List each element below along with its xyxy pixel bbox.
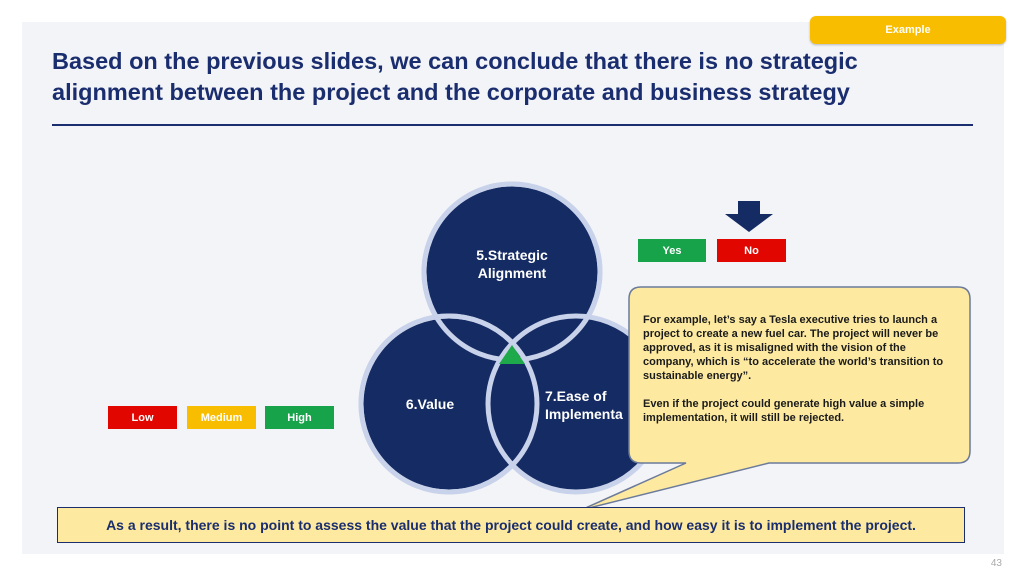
no-button[interactable]: No bbox=[717, 239, 786, 262]
page-number: 43 bbox=[990, 558, 1002, 569]
callout-text: For example, let’s say a Tesla executive… bbox=[643, 313, 958, 425]
yes-button[interactable]: Yes bbox=[638, 239, 706, 262]
venn-label-value: 6.Value bbox=[405, 396, 455, 412]
title-divider bbox=[52, 124, 973, 126]
callout-paragraph-2: Even if the project could generate high … bbox=[643, 398, 925, 424]
title-line-1: Based on the previous slides, we can con… bbox=[52, 48, 858, 74]
conclusion-box: As a result, there is no point to assess… bbox=[57, 507, 965, 543]
example-tag: Example bbox=[810, 16, 1006, 44]
venn-center-marker bbox=[499, 345, 525, 364]
title-line-2: alignment between the project and the co… bbox=[52, 79, 850, 105]
down-arrow-icon bbox=[725, 201, 773, 232]
callout-bubble bbox=[580, 286, 971, 511]
rating-high[interactable]: High bbox=[265, 406, 334, 429]
venn-label-ease: 7.Ease of Implementa bbox=[545, 388, 623, 422]
rating-low[interactable]: Low bbox=[108, 406, 177, 429]
venn-ring-value bbox=[358, 313, 540, 495]
page-title: Based on the previous slides, we can con… bbox=[52, 46, 972, 108]
callout-paragraph-1: For example, let’s say a Tesla executive… bbox=[643, 314, 944, 382]
rating-medium[interactable]: Medium bbox=[187, 406, 256, 429]
venn-label-strategic: 5.Strategic Alignment bbox=[476, 247, 548, 281]
